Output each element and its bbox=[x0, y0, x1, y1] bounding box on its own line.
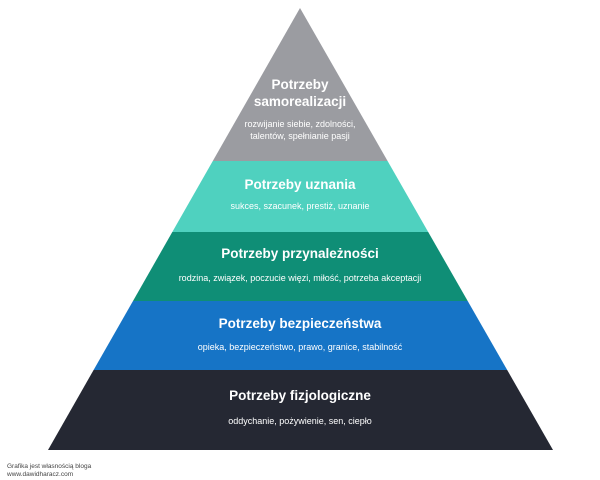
level-title-self-actualization: Potrzeby bbox=[271, 77, 329, 92]
level-description-self-actualization: talentów, spełnianie pasji bbox=[250, 131, 350, 141]
level-title-belonging: Potrzeby przynależności bbox=[221, 246, 379, 261]
level-description-safety: opieka, bezpieczeństwo, prawo, granice, … bbox=[198, 342, 403, 352]
level-description-belonging: rodzina, związek, poczucie więzi, miłość… bbox=[179, 273, 422, 283]
credit-line-2: www.dawidharacz.com bbox=[7, 471, 74, 478]
level-title-safety: Potrzeby bezpieczeństwa bbox=[219, 316, 382, 331]
pyramid-level-esteem bbox=[172, 161, 429, 232]
level-description-esteem: sukces, szacunek, prestiż, uznanie bbox=[230, 201, 369, 211]
level-title-physiological: Potrzeby fizjologiczne bbox=[229, 388, 371, 403]
pyramid-level-self-actualization bbox=[212, 8, 388, 161]
level-description-self-actualization: rozwijanie siebie, zdolności, bbox=[244, 119, 355, 129]
level-description-physiological: oddychanie, pożywienie, sen, ciepło bbox=[228, 416, 372, 426]
level-title-esteem: Potrzeby uznania bbox=[244, 177, 356, 192]
level-title-self-actualization: samorealizacji bbox=[254, 94, 346, 109]
pyramid-level-belonging bbox=[133, 232, 468, 301]
pyramid-level-safety bbox=[93, 301, 508, 370]
credit-line-1: Grafika jest własnością bloga bbox=[7, 463, 92, 470]
pyramid-level-physiological bbox=[48, 370, 553, 450]
